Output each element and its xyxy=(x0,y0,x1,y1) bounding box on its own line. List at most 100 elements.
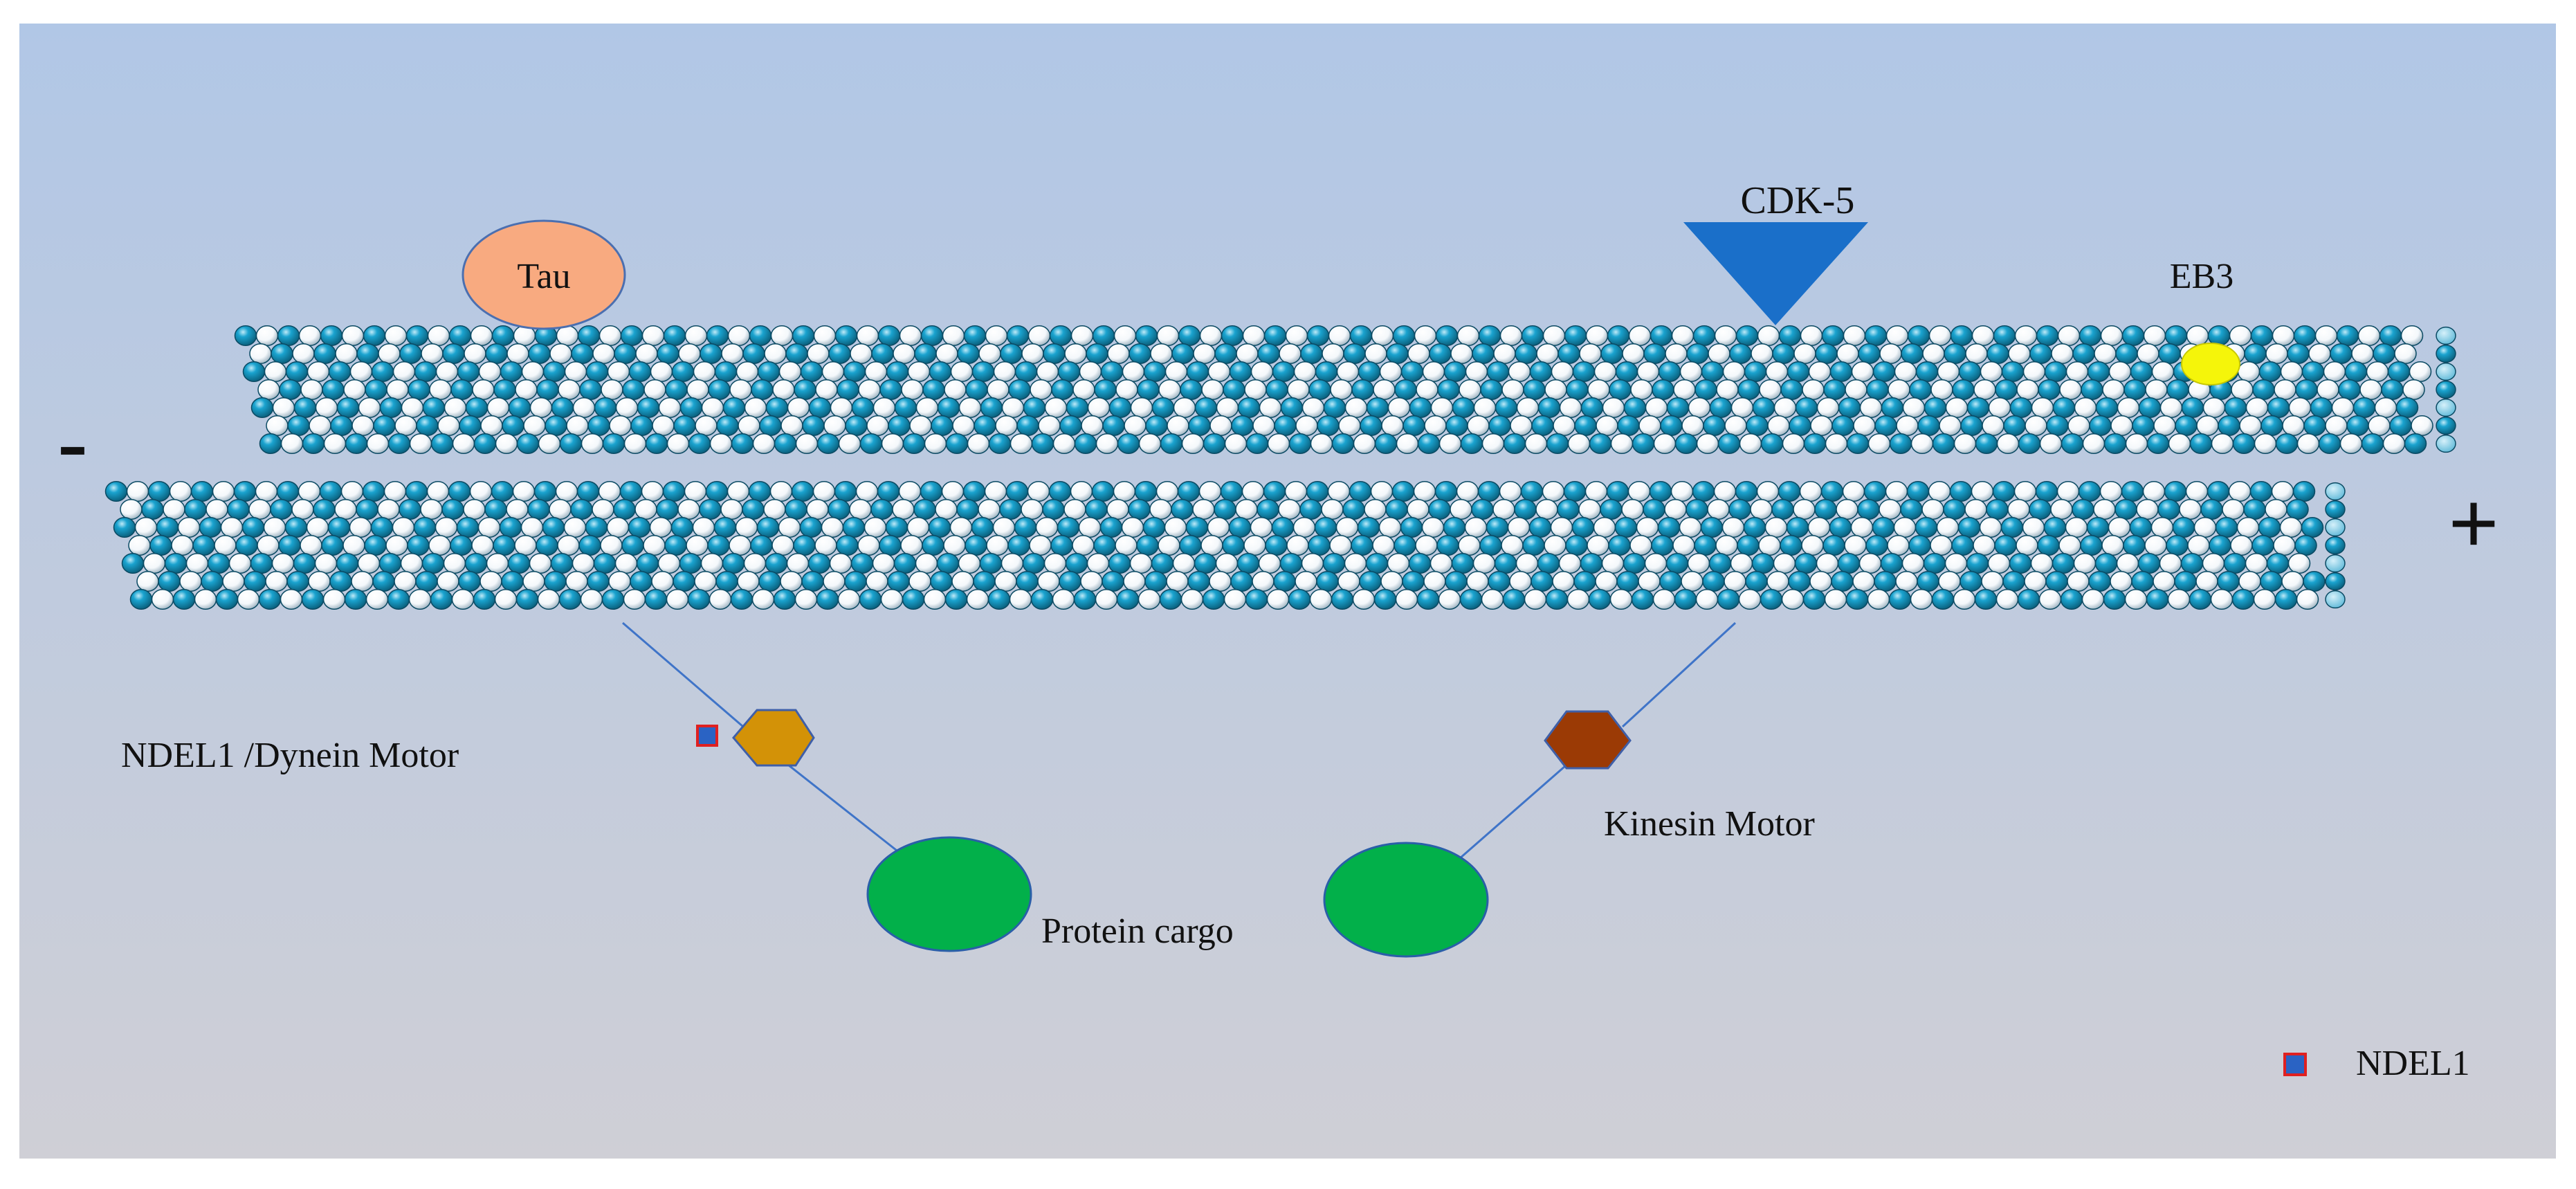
tubulin-subunit xyxy=(2287,552,2311,574)
tubulin-subunit xyxy=(2271,480,2294,502)
tubulin-subunit xyxy=(2024,570,2047,592)
tubulin-subunit xyxy=(1894,361,1917,383)
tubulin-subunit xyxy=(1035,516,1059,538)
tubulin-subunit xyxy=(1273,570,1296,592)
tubulin-subunit xyxy=(527,498,550,520)
tubulin-subunit xyxy=(1229,361,1252,383)
tubulin-subunit xyxy=(1372,534,1395,556)
tubulin-subunit xyxy=(643,379,666,401)
tubulin-subunit xyxy=(2037,534,2060,556)
tubulin-end-subunit xyxy=(2436,380,2456,399)
tubulin-subunit xyxy=(956,498,979,520)
tubulin-subunit xyxy=(192,534,215,556)
tubulin-subunit xyxy=(2294,534,2317,556)
tubulin-subunit xyxy=(1896,415,1919,437)
tubulin-subunit xyxy=(1330,379,1353,401)
tubulin-subunit xyxy=(1821,325,1845,347)
tubulin-subunit xyxy=(2265,343,2288,365)
tubulin-subunit xyxy=(1807,516,1831,538)
tubulin-subunit xyxy=(1252,415,1275,437)
tubulin-subunit xyxy=(550,552,574,574)
tubulin-subunit xyxy=(141,498,164,520)
tubulin-subunit xyxy=(999,498,1022,520)
tubulin-subunit xyxy=(1188,415,1211,437)
dynein-linker-bottom xyxy=(781,759,900,854)
tubulin-subunit xyxy=(1124,415,1147,437)
tubulin-subunit xyxy=(1957,516,1981,538)
tubulin-subunit xyxy=(1472,552,1496,574)
tubulin-subunit xyxy=(280,588,303,610)
tubulin-subunit xyxy=(463,498,486,520)
tubulin-subunit xyxy=(1846,433,1870,455)
tubulin-subunit xyxy=(985,325,1008,347)
tubulin-subunit xyxy=(593,552,616,574)
tubulin-subunit xyxy=(780,415,803,437)
tubulin-subunit xyxy=(901,379,924,401)
tubulin-subunit xyxy=(1993,325,2016,347)
tubulin-subunit xyxy=(599,325,622,347)
tubulin-subunit xyxy=(1587,379,1610,401)
tubulin-subunit xyxy=(1337,570,1360,592)
tubulin-subunit xyxy=(430,588,453,610)
tubulin-subunit xyxy=(1789,415,1811,437)
tubulin-subunit xyxy=(2072,498,2094,520)
tubulin-subunit xyxy=(628,516,651,538)
tubulin-subunit xyxy=(1606,480,1629,502)
tubulin-subunit xyxy=(234,325,257,347)
tubulin-subunit xyxy=(1001,552,1024,574)
tubulin-subunit xyxy=(1681,570,1703,592)
tubulin-subunit xyxy=(465,397,488,419)
tubulin-subunit xyxy=(657,552,681,574)
tubulin-subunit xyxy=(1802,588,1826,610)
tubulin-subunit xyxy=(2007,498,2030,520)
tubulin-subunit xyxy=(1351,379,1374,401)
tubulin-subunit xyxy=(1349,325,1373,347)
tubulin-subunit xyxy=(2056,480,2080,502)
tubulin-subunit xyxy=(1889,433,1912,455)
tubulin-subunit xyxy=(2067,415,2090,437)
tubulin-subunit xyxy=(650,361,673,383)
tubulin-subunit xyxy=(1739,433,1762,455)
tubulin-subunit xyxy=(408,379,430,401)
tubulin-subunit xyxy=(309,415,331,437)
tubulin-subunit xyxy=(678,343,701,365)
tubulin-subunit xyxy=(373,415,396,437)
tubulin-subunit xyxy=(276,480,300,502)
tubulin-subunit xyxy=(345,433,368,455)
tubulin-subunit xyxy=(757,361,780,383)
tubulin-subunit xyxy=(1702,570,1725,592)
tubulin-subunit xyxy=(2230,534,2253,556)
tubulin-subunit xyxy=(271,552,295,574)
tubulin-subunit xyxy=(2180,552,2204,574)
tubulin-subunit xyxy=(1380,570,1403,592)
tubulin-subunit xyxy=(924,433,947,455)
tubulin-subunit xyxy=(794,379,816,401)
tubulin-subunit xyxy=(1458,534,1481,556)
tubulin-subunit xyxy=(2400,325,2424,347)
tubulin-subunit xyxy=(194,588,217,610)
tubulin-subunit xyxy=(1471,498,1494,520)
tubulin-subunit xyxy=(1166,570,1189,592)
tubulin-subunit xyxy=(1760,588,1783,610)
tubulin-subunit xyxy=(171,534,194,556)
tubulin-subunit xyxy=(1981,570,2004,592)
tubulin-subunit xyxy=(601,379,623,401)
tubulin-subunit xyxy=(906,516,930,538)
dynein-motor xyxy=(732,709,815,767)
tubulin-subunit xyxy=(2281,570,2304,592)
tubulin-subunit xyxy=(1609,588,1633,610)
tubulin-subunit xyxy=(931,415,953,437)
tubulin-subunit xyxy=(313,343,336,365)
tubulin-subunit xyxy=(1665,343,1688,365)
tubulin-subunit xyxy=(484,498,507,520)
tubulin-subunit xyxy=(1042,498,1065,520)
tubulin-subunit xyxy=(1029,534,1052,556)
tubulin-subunit xyxy=(759,415,782,437)
tubulin-subunit xyxy=(1566,588,1590,610)
tubulin-end-subunit xyxy=(2325,554,2346,573)
minus-end-marker: - xyxy=(57,392,87,492)
tubulin-subunit xyxy=(456,516,479,538)
tubulin-subunit xyxy=(1881,397,1904,419)
tubulin-subunit xyxy=(1872,516,1895,538)
tubulin-subunit xyxy=(601,588,625,610)
